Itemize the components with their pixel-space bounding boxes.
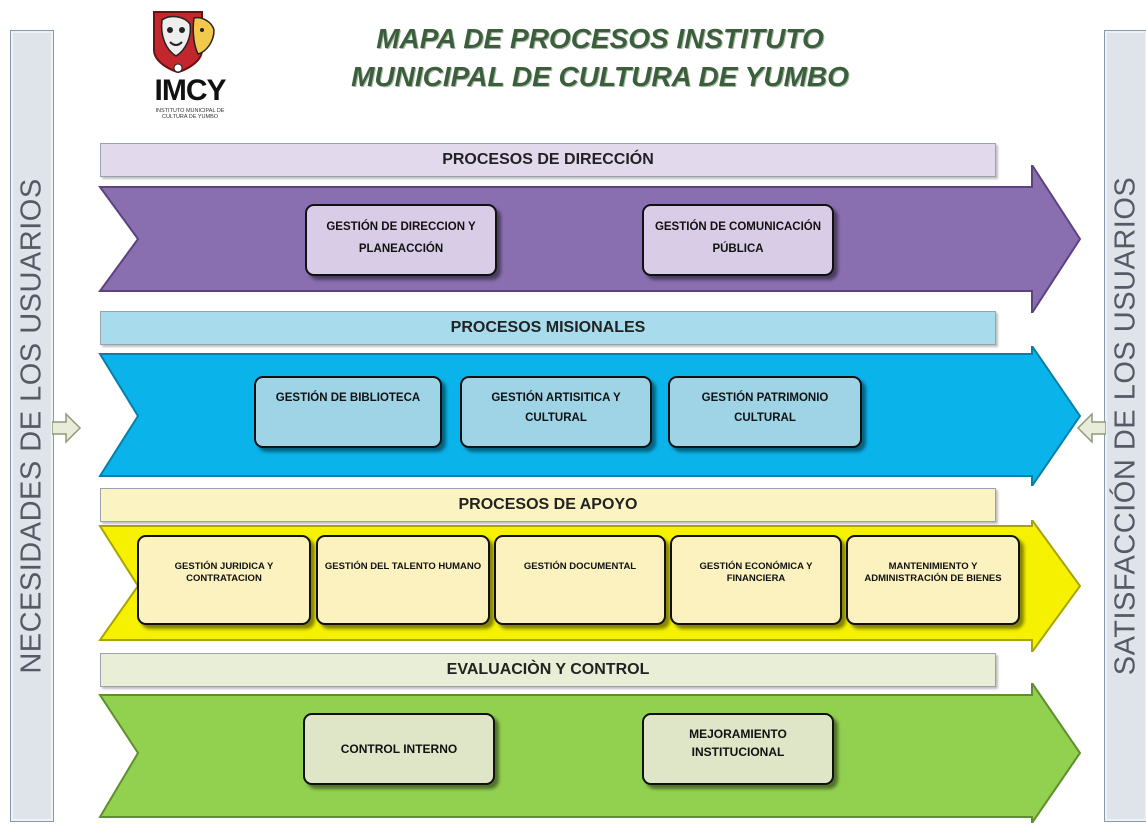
needs-side-bar: NECESIDADES DE LOS USUARIOS (10, 30, 54, 822)
evaluacion-arrow (98, 683, 1082, 823)
imcy-logo: IMCY INSTITUTO MUNICIPAL DE CULTURA DE Y… (140, 6, 240, 130)
theater-masks-icon (153, 11, 215, 74)
process-box: CONTROL INTERNO (303, 713, 495, 785)
process-box: GESTIÓN DE COMUNICACIÓN PÚBLICA (642, 204, 834, 276)
output-arrow-icon (1076, 412, 1106, 444)
direccion-arrow (98, 165, 1082, 313)
process-box: GESTIÓN DE BIBLIOTECA (254, 376, 442, 448)
title-line-2: MUNICIPAL DE CULTURA DE YUMBO (351, 61, 849, 92)
misionales-header: PROCESOS MISIONALES (100, 311, 996, 345)
logo-subtitle: INSTITUTO MUNICIPAL DE CULTURA DE YUMBO (155, 108, 225, 120)
satisfaction-side-bar: SATISFACCIÓN DE LOS USUARIOS (1104, 30, 1146, 822)
direccion-header: PROCESOS DE DIRECCIÓN (100, 143, 996, 177)
apoyo-header: PROCESOS DE APOYO (100, 488, 996, 522)
title-line-1: MAPA DE PROCESOS INSTITUTO (376, 23, 824, 54)
process-box: GESTIÓN DE DIRECCION Y PLANEACCIÓN (305, 204, 497, 276)
process-box: MEJORAMIENTO INSTITUCIONAL (642, 713, 834, 785)
process-box: GESTIÓN ECONÓMICA Y FINANCIERA (670, 535, 842, 625)
process-box: GESTIÓN PATRIMONIO CULTURAL (668, 376, 862, 448)
process-box: MANTENIMIENTO Y ADMINISTRACIÓN DE BIENES (846, 535, 1020, 625)
process-box: GESTIÓN DOCUMENTAL (494, 535, 666, 625)
logo-name: IMCY (154, 74, 227, 107)
input-arrow-icon (52, 412, 82, 444)
process-box: GESTIÓN DEL TALENTO HUMANO (316, 535, 490, 625)
page-title: MAPA DE PROCESOS INSTITUTO MUNICIPAL DE … (290, 20, 910, 96)
satisfaction-label: SATISFACCIÓN DE LOS USUARIOS (1109, 176, 1142, 676)
process-box: GESTIÓN ARTISITICA Y CULTURAL (460, 376, 652, 448)
evaluacion-header: EVALUACIÒN Y CONTROL (100, 653, 996, 687)
process-box: GESTIÓN JURIDICA Y CONTRATACION (137, 535, 311, 625)
needs-label: NECESIDADES DE LOS USUARIOS (15, 178, 48, 674)
